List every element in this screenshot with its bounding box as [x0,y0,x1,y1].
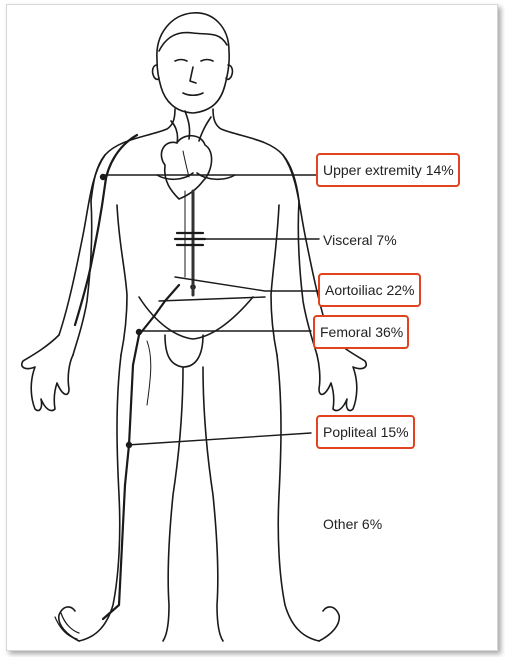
label-aortoiliac: Aortoiliac 22% [318,273,421,307]
head [153,13,233,113]
label-other: Other 6% [323,516,382,532]
popliteal-pointer [127,433,311,445]
label-femoral: Femoral 36% [313,315,409,349]
label-upper-extremity: Upper extremity 14% [316,153,460,187]
diagram-frame: Upper extremity 14% Visceral 7% Aortoili… [6,4,498,651]
label-visceral: Visceral 7% [323,232,397,248]
body-outline-illustration [7,5,497,650]
label-popliteal: Popliteal 15% [316,415,415,449]
pointer-lines [101,175,320,448]
aortoiliac-pointer-a [175,277,319,291]
heart-and-aorta [161,111,211,295]
